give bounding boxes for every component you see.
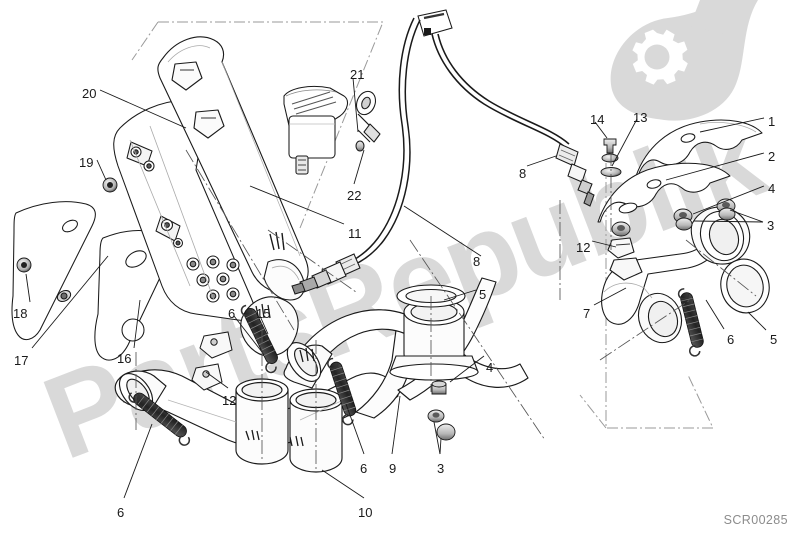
watermark-logo <box>610 0 758 121</box>
nut-4-lower <box>431 380 447 395</box>
gear-icon <box>632 29 688 85</box>
callout-5: 5 <box>770 332 778 347</box>
callout-5-center: 5 <box>479 287 487 302</box>
pipe-bracket-12 <box>607 237 643 281</box>
lambda-probe-upper <box>555 143 595 207</box>
callout-16: 16 <box>117 351 132 366</box>
callout-3: 3 <box>767 218 775 233</box>
manifold-bracket-12 <box>199 331 233 359</box>
callout-19: 19 <box>79 155 94 170</box>
callout-14: 14 <box>590 112 605 127</box>
silencer-bracket-a <box>171 61 203 91</box>
lambda-sensors-8 <box>291 9 595 295</box>
exhaust-valve-unit-21 <box>283 85 381 175</box>
spring-6-mid-left <box>240 304 278 374</box>
left-heat-shields <box>11 99 255 361</box>
callout-2: 2 <box>768 149 776 164</box>
shield-1 <box>635 119 763 177</box>
fasteners-lower-3 <box>427 409 456 441</box>
callout-13: 13 <box>633 110 648 125</box>
lambda-probe-lower <box>291 253 361 295</box>
callout-6-right: 6 <box>727 332 735 347</box>
silencer-11 <box>157 36 309 301</box>
springs-6 <box>128 288 704 446</box>
callout-22: 22 <box>347 188 362 203</box>
nut-3a <box>718 207 736 221</box>
spring-6-bottom-left <box>128 392 191 446</box>
leader-lines <box>25 77 767 499</box>
callout-15: 15 <box>256 306 271 321</box>
riser-flange-assembly <box>389 284 479 381</box>
callout-8-lower: 8 <box>473 254 481 269</box>
callout-6-mid: 6 <box>228 306 236 321</box>
gasket-ring-5 <box>720 258 770 314</box>
callout-18: 18 <box>13 306 28 321</box>
callout-4-lower: 4 <box>486 360 494 375</box>
callout-1: 1 <box>768 114 776 129</box>
callout-11: 11 <box>348 226 362 241</box>
silencer-bracket-b <box>193 109 225 139</box>
callout-21: 21 <box>350 67 365 82</box>
nut-3b <box>675 217 693 231</box>
reference-frames <box>131 21 714 429</box>
callout-10: 10 <box>358 505 373 520</box>
callout-12-right: 12 <box>576 240 591 255</box>
fasteners-left <box>16 177 118 273</box>
manifold-bracket-12b <box>191 363 223 391</box>
callout-20: 20 <box>82 86 97 101</box>
callout-4: 4 <box>768 181 776 196</box>
screw-14-washer-13 <box>600 138 622 177</box>
sensor-connector-upper <box>417 9 453 37</box>
callout-9: 9 <box>389 461 397 476</box>
spring-6-right <box>677 288 704 357</box>
sensor-cable-lower <box>339 17 415 267</box>
callout-7: 7 <box>583 306 591 321</box>
sensor-cable-upper <box>431 33 567 149</box>
perforations <box>186 255 240 303</box>
spring-6-center <box>327 357 357 426</box>
shield-17 <box>11 201 96 341</box>
callout-3-lower: 3 <box>437 461 445 476</box>
callout-8-upper: 8 <box>519 166 527 181</box>
shield-17-hole <box>62 219 78 233</box>
shield-16-hole <box>121 318 145 342</box>
right-heat-shields <box>597 119 763 223</box>
callout-6-bottom: 6 <box>117 505 125 520</box>
cable-drum-22 <box>355 90 381 152</box>
callout-12-left: 12 <box>222 393 237 408</box>
part-code-label: SCR00285 <box>723 513 788 527</box>
callout-17: 17 <box>14 353 29 368</box>
callout-6-center: 6 <box>360 461 368 476</box>
